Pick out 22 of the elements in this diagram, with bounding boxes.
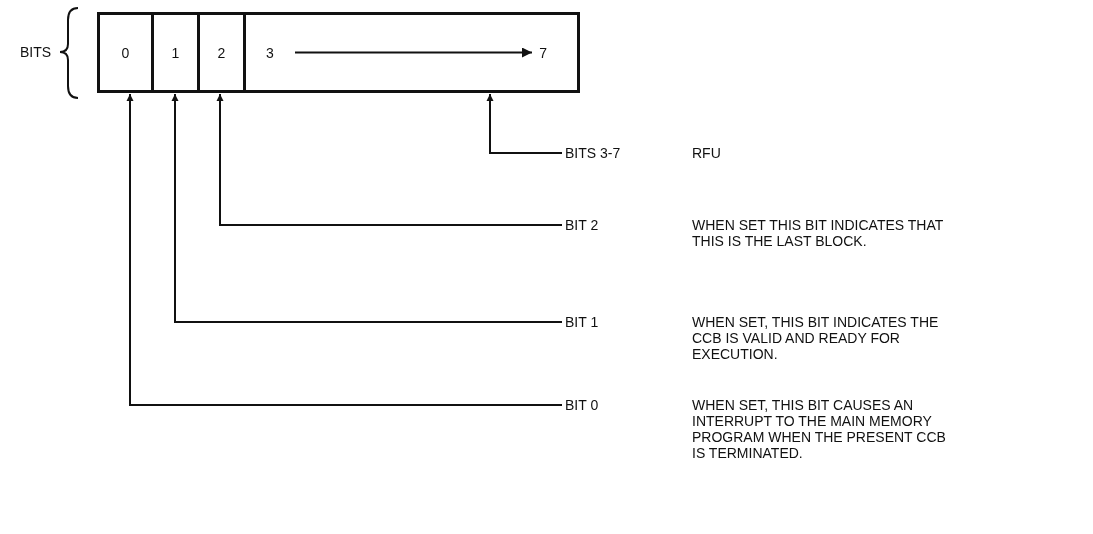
row-label: BITS <box>20 44 52 60</box>
leader-line <box>216 93 563 226</box>
bit-number: 1 <box>171 44 180 61</box>
bit-label: BIT 2 <box>565 217 600 233</box>
bit-number: 2 <box>217 44 226 61</box>
bit-label: BITS 3-7 <box>565 145 622 161</box>
bit-number: 0 <box>121 44 130 61</box>
bit-field-box <box>151 12 200 93</box>
bit-label: BIT 1 <box>565 314 600 330</box>
description-text: RFU <box>692 145 722 161</box>
bit-field-box <box>243 12 580 93</box>
bit-label: BIT 0 <box>565 397 600 413</box>
bit-field-box <box>197 12 246 93</box>
leader-line <box>126 93 563 406</box>
leader-line <box>486 93 563 154</box>
bit-number: 7 <box>539 44 547 61</box>
description-text: WHEN SET THIS BIT INDICATES THAT THIS IS THE LAST BLOCK. <box>692 217 944 249</box>
description-text: WHEN SET, THIS BIT CAUSES AN INTERRUPT TO THE MAIN MEMORY PROGRAM WHEN THE PRESENT CCB IS TERMINATED. <box>692 397 947 461</box>
leader-line <box>171 93 563 323</box>
bit-field-box <box>97 12 154 93</box>
description-text: WHEN SET, THIS BIT INDICATES THE CCB IS VALID AND READY FOR EXECUTION. <box>692 314 940 362</box>
bit-number: 3 <box>266 44 274 61</box>
